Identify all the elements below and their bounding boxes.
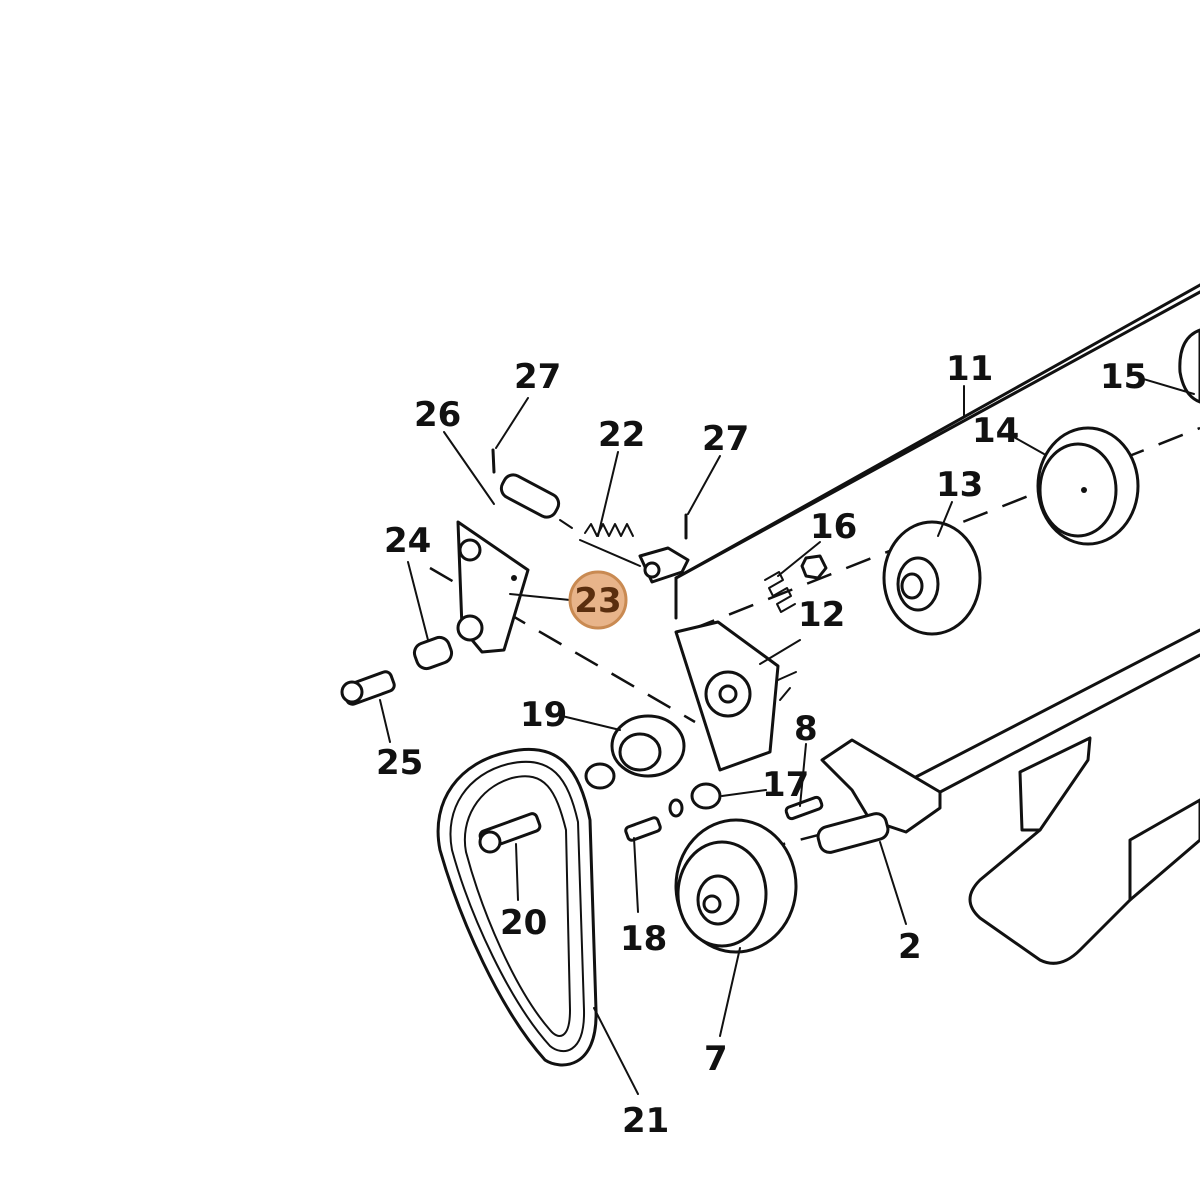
highlight-circle xyxy=(568,570,628,630)
callout-11: 11 xyxy=(946,349,993,389)
washer-17 xyxy=(668,782,722,818)
callout-22: 22 xyxy=(598,415,645,455)
callout-27-left: 27 xyxy=(514,357,561,397)
pulley-14 xyxy=(1036,426,1140,546)
callout-labels: 27 26 22 27 11 15 14 13 16 24 12 25 19 8… xyxy=(376,349,1147,1141)
callout-17: 17 xyxy=(762,765,809,805)
bearing-19 xyxy=(584,714,686,790)
callout-26: 26 xyxy=(414,395,461,435)
callout-12: 12 xyxy=(798,595,845,635)
bolt-20 xyxy=(478,812,542,854)
callout-14: 14 xyxy=(972,411,1019,451)
bolt-18 xyxy=(624,816,662,842)
callout-2: 2 xyxy=(898,927,922,967)
callout-23: 23 xyxy=(574,581,621,621)
bushing-and-bolt xyxy=(340,635,454,706)
tension-spring xyxy=(499,473,690,584)
callout-19: 19 xyxy=(520,695,567,735)
callout-27-right: 27 xyxy=(702,419,749,459)
idler-bracket xyxy=(456,520,530,654)
callout-25: 25 xyxy=(376,743,423,783)
pin-8 xyxy=(784,795,824,821)
idler-spring xyxy=(764,554,828,613)
callout-20: 20 xyxy=(500,903,547,943)
shaft-housing xyxy=(816,738,942,854)
wheel-guard xyxy=(968,736,1200,965)
callout-16: 16 xyxy=(810,507,857,547)
callout-15: 15 xyxy=(1100,357,1147,397)
callout-13: 13 xyxy=(936,465,983,505)
callout-18: 18 xyxy=(620,919,667,959)
cotter-pins xyxy=(491,448,688,540)
pulley-13 xyxy=(882,520,982,636)
callout-7: 7 xyxy=(704,1039,728,1079)
callout-24: 24 xyxy=(384,521,431,561)
callout-8: 8 xyxy=(794,709,818,749)
leader-lines xyxy=(379,377,1195,1095)
frame-rail xyxy=(674,283,1200,802)
pulley-7 xyxy=(674,818,798,954)
belt-21 xyxy=(436,747,598,1067)
idler-plate xyxy=(674,620,797,772)
callout-21: 21 xyxy=(622,1101,669,1141)
highlighted-callout[interactable]: 23 xyxy=(568,570,628,630)
pulley-15 xyxy=(1178,328,1200,404)
